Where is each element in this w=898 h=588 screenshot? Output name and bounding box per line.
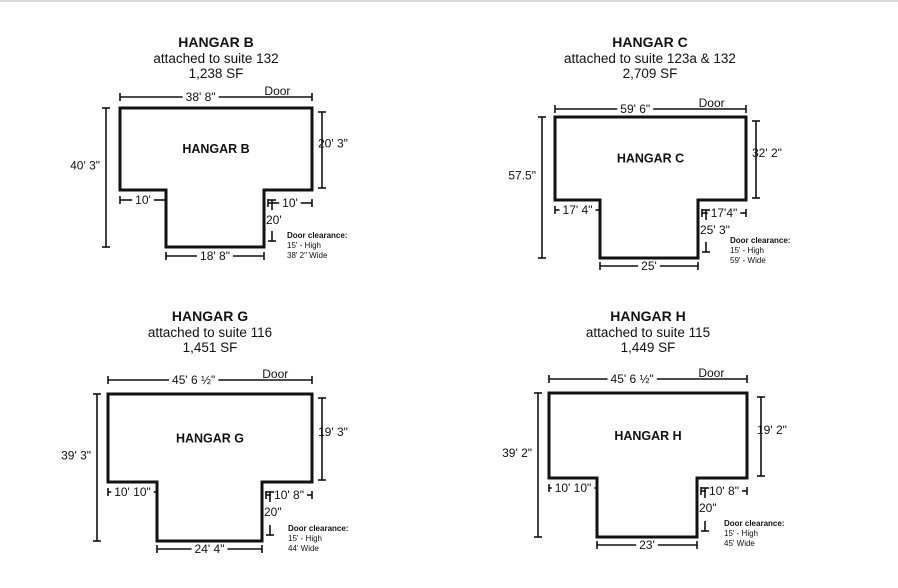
hangar-g-room-label: HANGAR G — [176, 431, 244, 445]
hangar-g-step-right-dim-label: 10' 8" — [274, 488, 304, 502]
hangar-c-title: HANGAR C — [612, 34, 687, 50]
hangar-c-bottom-dim-label: 25' — [641, 259, 657, 273]
hangar-g-step-left-dim-label: 10' 10" — [114, 485, 151, 499]
hangar-c-top-dim-label: 59' 6" — [620, 102, 650, 116]
hangar-h-title: HANGAR H — [610, 308, 685, 324]
hangar-h-step-right-dim-label: 10' 8" — [709, 484, 739, 498]
hangar-c-door-clearance-wide: 59' - Wide — [730, 256, 766, 265]
hangar-g-right-dim-label: 19' 3" — [318, 425, 348, 439]
hangar-b-door-clearance-high: 15' - High — [287, 241, 321, 250]
hangar-b-attached-suite: attached to suite 132 — [153, 51, 278, 66]
hangar-b-right-dim-label: 20' 3" — [318, 136, 348, 150]
hangar-h-right-dim-label: 19' 2" — [757, 423, 787, 437]
top-rule — [0, 0, 898, 2]
hangar-h-door-clearance-high: 15' - High — [724, 529, 758, 538]
hangar-c-step-left-dim-label: 17' 4" — [563, 203, 593, 217]
hangar-g-attached-suite: attached to suite 116 — [148, 325, 272, 340]
hangar-g-door-clearance-heading: Door clearance: — [288, 524, 348, 533]
hangar-g-bottom-dim-label: 24' 4" — [195, 542, 225, 556]
hangar-b-step-right-dim-label: 10' — [282, 196, 298, 210]
hangar-b-door-clearance-heading: Door clearance: — [287, 231, 347, 240]
hangar-g-inner-dim-label: 20" — [264, 505, 282, 519]
hangar-b-left-dim-label: 40' 3" — [70, 159, 100, 173]
hangar-c-door-clearance-heading: Door clearance: — [730, 236, 790, 245]
hangar-h-inner-dim-label: 20" — [699, 501, 717, 515]
hangar-c-inner-dim-label: 25' 3" — [700, 223, 730, 237]
hangar-g-door-clearance-high: 15' - High — [288, 534, 322, 543]
hangar-b-door-label: Door — [264, 84, 290, 98]
hangar-g-area: 1,451 SF — [183, 340, 238, 355]
hangar-c-door-label: Door — [699, 96, 725, 110]
hangar-c-step-right-dim-label: 17'4" — [711, 206, 738, 220]
hangar-g-door-clearance-wide: 44' Wide — [288, 544, 319, 553]
hangar-b-area: 1,238 SF — [189, 66, 244, 81]
hangar-g-left-dim-label: 39' 3" — [61, 449, 91, 463]
hangar-g-title: HANGAR G — [172, 308, 248, 324]
hangar-c-right-dim-label: 32' 2" — [752, 146, 782, 160]
hangar-c-outline — [553, 115, 748, 260]
hangar-h-attached-suite: attached to suite 115 — [586, 325, 710, 340]
hangar-b-title: HANGAR B — [178, 34, 253, 50]
hangar-b-inner-dim-label: 20' — [266, 213, 282, 227]
hangar-h-door-clearance-wide: 45' Wide — [724, 539, 755, 548]
hangar-g-top-dim-label: 45' 6 ½" — [172, 373, 215, 387]
hangar-b-room-label: HANGAR B — [182, 142, 249, 156]
hangar-b-step-left-dim-label: 10' — [135, 193, 151, 207]
hangar-b-outline — [118, 106, 314, 249]
hangar-h-room-label: HANGAR H — [614, 429, 681, 443]
hangar-c-area: 2,709 SF — [623, 66, 678, 81]
hangar-h-left-dim-label: 39' 2" — [502, 446, 532, 460]
hangar-h-step-left-dim-label: 10' 10" — [555, 481, 592, 495]
hangar-b-top-dim-label: 38' 8" — [186, 90, 216, 104]
hangar-h-top-dim-label: 45' 6 ½" — [611, 372, 654, 386]
hangar-c-attached-suite: attached to suite 123a & 132 — [564, 51, 736, 66]
hangar-g-outline — [106, 392, 314, 543]
hangar-b-door-clearance-wide: 38' 2" Wide — [287, 251, 328, 260]
hangar-h-door-clearance-heading: Door clearance: — [724, 519, 784, 528]
hangar-b-bottom-dim-label: 18' 8" — [200, 249, 230, 263]
hangar-c-left-dim-label: 57.5" — [508, 169, 536, 183]
hangar-h-area: 1,449 SF — [621, 340, 676, 355]
hangar-c-room-label: HANGAR C — [617, 152, 684, 166]
hangar-h-bottom-dim-label: 23' — [639, 538, 655, 552]
hangar-h-door-label: Door — [698, 366, 724, 380]
hangar-h-outline — [547, 391, 749, 539]
hangar-g-door-label: Door — [262, 367, 288, 381]
hangar-c-door-clearance-high: 15' - High — [730, 246, 764, 255]
